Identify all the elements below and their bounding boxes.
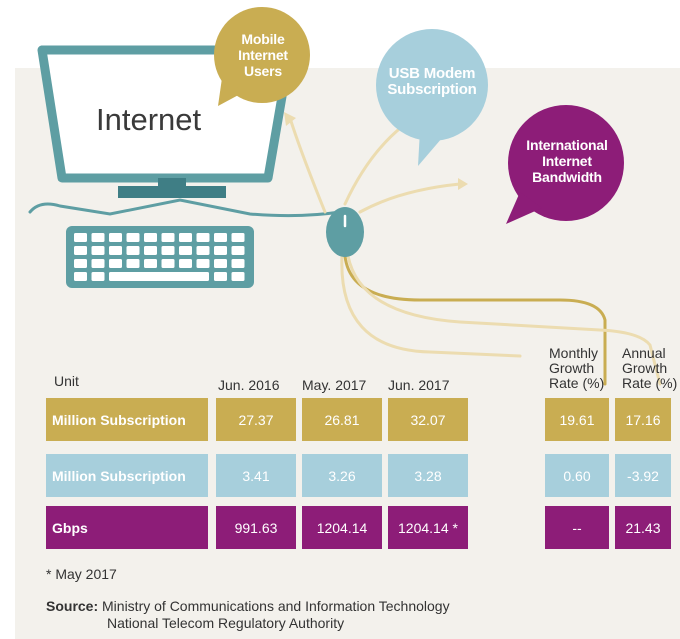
keyboard-key <box>231 233 245 242</box>
keyboard-key <box>196 246 210 255</box>
bubble-mobile-shape <box>214 7 310 106</box>
source-label: Source: <box>46 598 99 614</box>
keyboard-key <box>109 246 122 255</box>
row3-may-2017: 1204.14 <box>302 506 382 549</box>
row3-unit: Gbps <box>46 506 208 549</box>
keyboard-key <box>179 233 192 242</box>
keyboard-key <box>161 246 175 255</box>
row3-monthly: -- <box>545 506 609 549</box>
keyboard-key <box>91 272 105 281</box>
row1-may-2017: 26.81 <box>302 398 382 441</box>
mouse-icon <box>326 207 364 257</box>
keyboard-key <box>231 272 245 281</box>
row2-annual: -3.92 <box>615 454 671 497</box>
row2-unit: Million Subscription <box>46 454 208 497</box>
keyboard-key <box>91 246 105 255</box>
row2-monthly: 0.60 <box>545 454 609 497</box>
keyboard-key <box>214 259 227 268</box>
keyboard-key <box>179 259 192 268</box>
annual-growth-header: Annual Growth Rate (%) <box>622 345 678 391</box>
row1-annual: 17.16 <box>615 398 671 441</box>
source-line2: National Telecom Regulatory Authority <box>107 615 345 631</box>
row2-jun-2017: 3.28 <box>388 454 468 497</box>
keyboard-key <box>74 259 87 268</box>
monitor-label: Internet <box>96 102 202 137</box>
keyboard-key <box>214 246 227 255</box>
keyboard-key <box>91 233 105 242</box>
row1-monthly: 19.61 <box>545 398 609 441</box>
row2-jun-2016: 3.41 <box>216 454 296 497</box>
row3-annual: 21.43 <box>615 506 671 549</box>
unit-header: Unit <box>54 373 79 389</box>
footnote: * May 2017 <box>46 566 117 582</box>
keyboard-key <box>144 246 157 255</box>
keyboard-key <box>74 272 87 281</box>
keyboard-key <box>74 233 87 242</box>
keyboard-key <box>161 233 175 242</box>
source-note: Source: Ministry of Communications and I… <box>46 598 450 632</box>
keyboard-key <box>231 259 245 268</box>
keyboard-key <box>126 246 140 255</box>
row3-jun-2016: 991.63 <box>216 506 296 549</box>
keyboard-key <box>196 259 210 268</box>
keyboard-key <box>126 259 140 268</box>
source-line1: Ministry of Communications and Informati… <box>102 598 450 614</box>
row1-jun-2017: 32.07 <box>388 398 468 441</box>
bubble-international-shape <box>506 105 624 224</box>
row3-jun-2017: 1204.14 * <box>388 506 468 549</box>
col-header-jun-2017: Jun. 2017 <box>388 377 450 393</box>
keyboard-key <box>196 233 210 242</box>
row2-may-2017: 3.26 <box>302 454 382 497</box>
keyboard-key <box>126 233 140 242</box>
row1-unit: Million Subscription <box>46 398 208 441</box>
keyboard-key <box>74 246 87 255</box>
keyboard-key <box>214 233 227 242</box>
keyboard-key <box>91 259 105 268</box>
bubble-usb-shape <box>376 29 488 166</box>
col-header-may-2017: May. 2017 <box>302 377 367 393</box>
bubble-international-bandwidth: International Internet Bandwidth <box>526 137 608 185</box>
row1-jun-2016: 27.37 <box>216 398 296 441</box>
keyboard-key <box>179 246 192 255</box>
keyboard-key <box>109 233 122 242</box>
keyboard-key <box>231 246 245 255</box>
keyboard-key <box>144 259 157 268</box>
keyboard-icon <box>66 226 254 288</box>
keyboard-key <box>144 233 157 242</box>
keyboard-key <box>214 272 227 281</box>
keyboard-spacebar <box>109 272 209 281</box>
monthly-growth-header: Monthly Growth Rate (%) <box>549 345 605 391</box>
keyboard-key <box>109 259 122 268</box>
bubble-mobile-internet-users: Mobile Internet Users <box>238 31 288 79</box>
bubble-usb-modem-subscription: USB Modem Subscription <box>387 65 477 98</box>
col-header-jun-2016: Jun. 2016 <box>218 377 280 393</box>
keyboard-key <box>161 259 175 268</box>
